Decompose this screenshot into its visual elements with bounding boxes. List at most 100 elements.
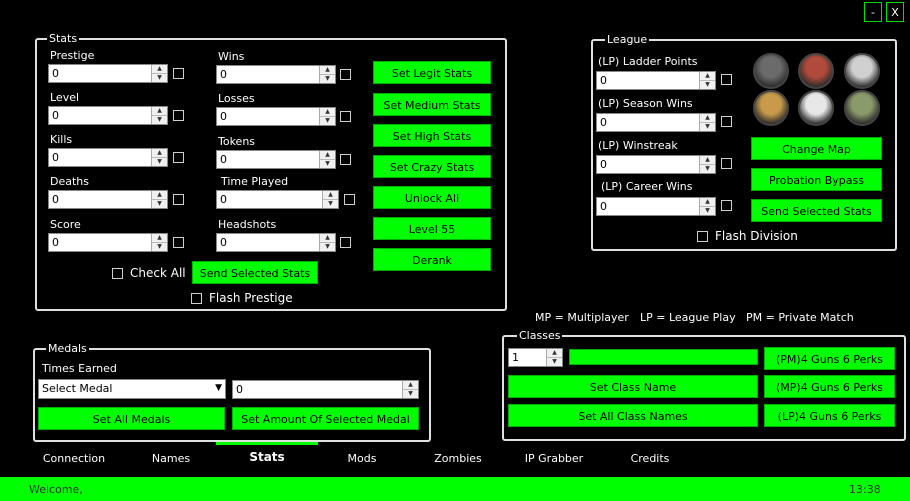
medal-select[interactable]: Select Medal ▼ <box>38 379 226 399</box>
up-arrow-icon[interactable]: ▲ <box>320 66 335 75</box>
level-stepper[interactable]: ▲▼ <box>151 107 167 124</box>
down-arrow-icon[interactable]: ▼ <box>705 207 710 214</box>
tab-credits[interactable]: Credits <box>630 452 670 465</box>
close-button[interactable]: X <box>886 2 904 22</box>
check-all-checkbox[interactable] <box>112 268 123 279</box>
down-arrow-icon[interactable]: ▼ <box>325 243 330 250</box>
down-arrow-icon[interactable]: ▼ <box>552 358 557 365</box>
division-medal-icon[interactable] <box>753 53 789 89</box>
up-arrow-icon[interactable]: ▲ <box>547 349 562 358</box>
lp-4-guns-6-perks-button[interactable]: (LP)4 Guns 6 Perks <box>764 404 895 427</box>
derank-button[interactable]: Derank <box>373 248 491 271</box>
set-amount-selected-medal-button[interactable]: Set Amount Of Selected Medal <box>232 407 419 430</box>
ladder-points-checkbox[interactable] <box>721 74 732 85</box>
level-55-button[interactable]: Level 55 <box>373 217 491 240</box>
up-arrow-icon[interactable]: ▲ <box>152 149 167 158</box>
change-map-button[interactable]: Change Map <box>751 137 882 160</box>
probation-bypass-button[interactable]: Probation Bypass <box>751 168 882 191</box>
set-medium-stats-button[interactable]: Set Medium Stats <box>373 93 491 116</box>
up-arrow-icon[interactable]: ▲ <box>700 156 715 165</box>
down-arrow-icon[interactable]: ▼ <box>325 160 330 167</box>
unlock-all-button[interactable]: Unlock All <box>373 186 491 209</box>
minimize-button[interactable]: - <box>864 2 882 22</box>
time-played-input[interactable]: 0▲▼ <box>216 190 339 209</box>
losses-input[interactable]: 0▲▼ <box>216 107 336 126</box>
tab-stats[interactable]: Stats <box>249 450 285 464</box>
score-stepper[interactable]: ▲▼ <box>151 234 167 251</box>
set-legit-stats-button[interactable]: Set Legit Stats <box>373 61 491 84</box>
class-name-input[interactable] <box>569 349 758 365</box>
set-all-medals-button[interactable]: Set All Medals <box>38 407 225 430</box>
down-arrow-icon[interactable]: ▼ <box>157 116 162 123</box>
time-played-checkbox[interactable] <box>344 194 355 205</box>
down-arrow-icon[interactable]: ▼ <box>328 200 333 207</box>
kills-checkbox[interactable] <box>173 152 184 163</box>
up-arrow-icon[interactable]: ▲ <box>700 198 715 207</box>
deaths-input[interactable]: 0▲▼ <box>48 190 168 209</box>
up-arrow-icon[interactable]: ▲ <box>323 191 338 200</box>
ladder-points-stepper[interactable]: ▲▼ <box>699 72 715 89</box>
down-arrow-icon[interactable]: ▼ <box>705 123 710 130</box>
wins-input[interactable]: 0▲▼ <box>216 65 336 84</box>
up-arrow-icon[interactable]: ▲ <box>700 72 715 81</box>
prestige-input[interactable]: 0▲▼ <box>48 64 168 83</box>
ladder-points-input[interactable]: 0▲▼ <box>596 71 716 90</box>
tab-mods[interactable]: Mods <box>347 452 377 465</box>
tab-connection[interactable]: Connection <box>42 452 106 465</box>
time-played-stepper[interactable]: ▲▼ <box>322 191 338 208</box>
prestige-stepper[interactable]: ▲▼ <box>151 65 167 82</box>
class-number-input[interactable]: 1▲▼ <box>508 348 563 367</box>
division-medal-icon[interactable] <box>844 53 880 89</box>
down-arrow-icon[interactable]: ▼ <box>157 74 162 81</box>
career-wins-stepper[interactable]: ▲▼ <box>699 198 715 215</box>
headshots-checkbox[interactable] <box>340 237 351 248</box>
level-checkbox[interactable] <box>173 110 184 121</box>
level-input[interactable]: 0▲▼ <box>48 106 168 125</box>
wins-checkbox[interactable] <box>340 69 351 80</box>
set-all-class-names-button[interactable]: Set All Class Names <box>508 404 758 427</box>
down-arrow-icon[interactable]: ▼ <box>325 117 330 124</box>
up-arrow-icon[interactable]: ▲ <box>152 191 167 200</box>
season-wins-checkbox[interactable] <box>721 116 732 127</box>
career-wins-input[interactable]: 0▲▼ <box>596 197 716 216</box>
down-arrow-icon[interactable]: ▼ <box>408 390 413 397</box>
tab-ip-grabber[interactable]: IP Grabber <box>524 452 584 465</box>
down-arrow-icon[interactable]: ▼ <box>157 243 162 250</box>
division-medal-icon[interactable] <box>798 90 834 126</box>
tab-zombies[interactable]: Zombies <box>434 452 482 465</box>
wins-stepper[interactable]: ▲▼ <box>319 66 335 83</box>
deaths-checkbox[interactable] <box>173 194 184 205</box>
up-arrow-icon[interactable]: ▲ <box>320 234 335 243</box>
losses-stepper[interactable]: ▲▼ <box>319 108 335 125</box>
prestige-checkbox[interactable] <box>173 68 184 79</box>
winstreak-checkbox[interactable] <box>721 158 732 169</box>
career-wins-checkbox[interactable] <box>721 200 732 211</box>
season-wins-input[interactable]: 0▲▼ <box>596 113 716 132</box>
tab-names[interactable]: Names <box>151 452 191 465</box>
tokens-stepper[interactable]: ▲▼ <box>319 151 335 168</box>
class-number-stepper[interactable]: ▲▼ <box>546 349 562 366</box>
season-wins-stepper[interactable]: ▲▼ <box>699 114 715 131</box>
winstreak-input[interactable]: 0▲▼ <box>596 155 716 174</box>
flash-prestige-checkbox[interactable] <box>191 293 202 304</box>
division-medal-icon[interactable] <box>798 53 834 89</box>
set-high-stats-button[interactable]: Set High Stats <box>373 124 491 147</box>
medal-amount-stepper[interactable]: ▲▼ <box>402 381 418 398</box>
set-crazy-stats-button[interactable]: Set Crazy Stats <box>373 155 491 178</box>
league-send-selected-stats-button[interactable]: Send Selected Stats <box>751 199 882 222</box>
losses-checkbox[interactable] <box>340 111 351 122</box>
tokens-input[interactable]: 0▲▼ <box>216 150 336 169</box>
headshots-stepper[interactable]: ▲▼ <box>319 234 335 251</box>
mp-4-guns-6-perks-button[interactable]: (MP)4 Guns 6 Perks <box>764 375 895 398</box>
up-arrow-icon[interactable]: ▲ <box>152 107 167 116</box>
down-arrow-icon[interactable]: ▼ <box>325 75 330 82</box>
up-arrow-icon[interactable]: ▲ <box>152 65 167 74</box>
division-medal-icon[interactable] <box>753 90 789 126</box>
division-medal-icon[interactable] <box>844 90 880 126</box>
winstreak-stepper[interactable]: ▲▼ <box>699 156 715 173</box>
set-class-name-button[interactable]: Set Class Name <box>508 375 758 398</box>
down-arrow-icon[interactable]: ▼ <box>157 158 162 165</box>
up-arrow-icon[interactable]: ▲ <box>700 114 715 123</box>
headshots-input[interactable]: 0▲▼ <box>216 233 336 252</box>
kills-stepper[interactable]: ▲▼ <box>151 149 167 166</box>
